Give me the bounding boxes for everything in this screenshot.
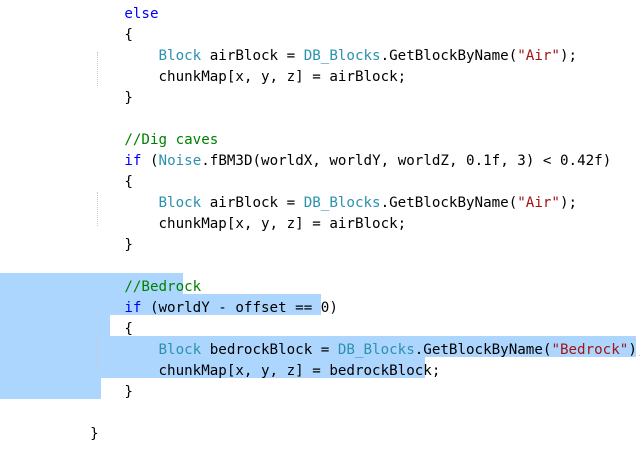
code-text: airBlock =	[201, 195, 304, 211]
code-text: (	[141, 153, 159, 169]
code-text: );	[559, 48, 578, 64]
code-text: chunkMap[x, y, z] = airBlock;	[56, 69, 407, 85]
selection-highlight	[0, 378, 101, 399]
keyword-token: else	[124, 6, 159, 22]
code-line[interactable]: Block airBlock = DB_Blocks.GetBlockByNam…	[56, 46, 578, 67]
type-token: DB_Blocks	[303, 195, 381, 211]
code-text: .GetBlockByName(	[380, 48, 518, 64]
code-text: .GetBlockByName(	[380, 195, 518, 211]
code-line[interactable]: chunkMap[x, y, z] = airBlock;	[56, 67, 406, 88]
code-text: bedrockBlock =	[201, 342, 338, 358]
indent-guide	[97, 192, 98, 226]
code-text	[56, 195, 159, 211]
code-text	[56, 132, 124, 148]
code-text: chunkMap[x, y, z] = airBlock;	[56, 216, 407, 232]
code-text: .fBM3D(worldX, worldY, worldZ, 0.1f, 3) …	[201, 153, 612, 169]
code-text: }	[56, 237, 133, 253]
code-line[interactable]: //Dig caves	[56, 130, 218, 151]
code-line[interactable]: else	[56, 4, 159, 25]
indent-guide	[97, 336, 98, 370]
code-line[interactable]: }	[56, 382, 133, 403]
type-token: Block	[158, 48, 202, 64]
string-token: "Bedrock"	[551, 342, 629, 358]
indent-guide	[97, 52, 98, 86]
code-line[interactable]: }	[56, 235, 133, 256]
code-line[interactable]: {	[56, 172, 133, 193]
string-token: "Air"	[517, 48, 560, 64]
code-text	[56, 6, 124, 22]
comment-token: //Bedrock	[124, 279, 202, 295]
selection-highlight	[0, 273, 183, 294]
code-text	[56, 48, 159, 64]
code-text: .GetBlockByName(	[414, 342, 552, 358]
code-text: chunkMap[x, y, z] = bedrockBlock;	[56, 363, 441, 379]
code-text: );	[628, 342, 640, 358]
code-line[interactable]: Block bedrockBlock = DB_Blocks.GetBlockB…	[56, 340, 640, 361]
type-token: Block	[158, 195, 202, 211]
code-line[interactable]: {	[56, 25, 133, 46]
type-token: DB_Blocks	[303, 48, 381, 64]
code-line[interactable]: //Bedrock	[56, 277, 201, 298]
code-line[interactable]: chunkMap[x, y, z] = bedrockBlock;	[56, 361, 440, 382]
type-token: DB_Blocks	[337, 342, 415, 358]
code-line[interactable]: if (worldY - offset == 0)	[56, 298, 338, 319]
code-text: {	[56, 321, 133, 337]
type-token: Block	[158, 342, 202, 358]
code-text: }	[56, 426, 99, 442]
code-text	[56, 342, 159, 358]
string-token: "Air"	[517, 195, 560, 211]
selection-highlight	[0, 315, 110, 336]
code-line[interactable]: }	[56, 424, 99, 445]
code-text	[56, 300, 124, 316]
code-line[interactable]: chunkMap[x, y, z] = airBlock;	[56, 214, 406, 235]
code-text: airBlock =	[201, 48, 304, 64]
code-line[interactable]: }	[56, 88, 133, 109]
code-line[interactable]: {	[56, 319, 133, 340]
code-text	[56, 153, 124, 169]
selection-highlight	[0, 336, 636, 357]
code-line[interactable]: if (Noise.fBM3D(worldX, worldY, worldZ, …	[56, 151, 611, 172]
keyword-token: if	[124, 300, 142, 316]
selection-highlight	[0, 294, 321, 315]
code-text: (worldY - offset == 0)	[141, 300, 338, 316]
code-text: );	[559, 195, 578, 211]
code-text: }	[56, 90, 133, 106]
keyword-token: if	[124, 153, 142, 169]
code-text: }	[56, 384, 133, 400]
code-text	[56, 279, 124, 295]
type-token: Noise	[158, 153, 202, 169]
code-text: {	[56, 27, 133, 43]
code-text: {	[56, 174, 133, 190]
selection-highlight	[0, 357, 425, 378]
code-line[interactable]: Block airBlock = DB_Blocks.GetBlockByNam…	[56, 193, 578, 214]
comment-token: //Dig caves	[124, 132, 219, 148]
